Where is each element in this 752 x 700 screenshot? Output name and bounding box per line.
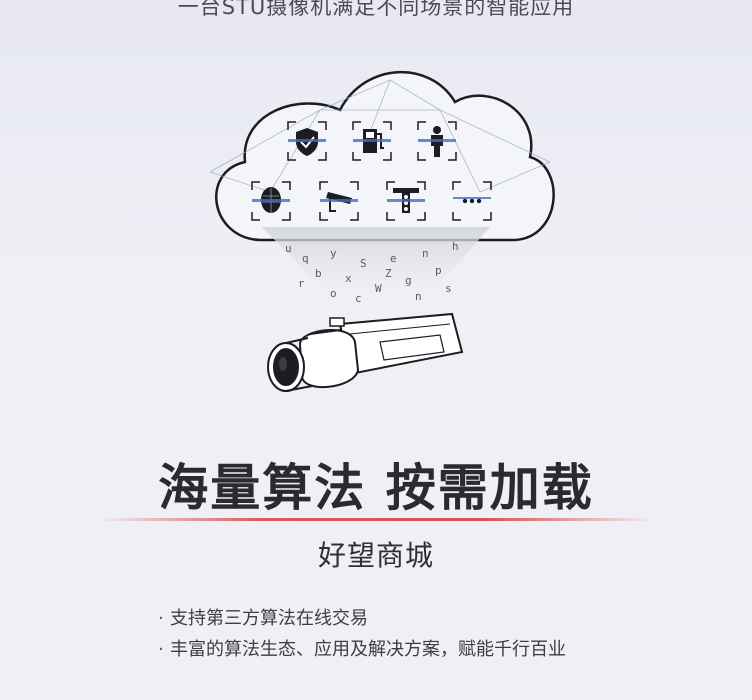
svg-text:c: c: [355, 292, 362, 305]
data-beam: [262, 227, 490, 307]
svg-text:u: u: [285, 242, 292, 255]
bullet-marker: ·: [158, 608, 164, 629]
red-divider: [96, 518, 656, 521]
svg-text:e: e: [390, 252, 397, 265]
svg-text:h: h: [452, 240, 459, 253]
svg-text:q: q: [302, 252, 309, 265]
svg-text:r: r: [298, 277, 305, 290]
more-dots-icon: [452, 181, 492, 221]
cloud-outline: [215, 70, 555, 242]
shield-check-icon: [287, 121, 327, 161]
svg-text:g: g: [405, 274, 412, 287]
svg-text:y: y: [330, 247, 337, 260]
code-glyphs: uqb yxS Weg nph r o c Zn s: [285, 240, 459, 305]
headline: 海量算法 按需加载: [0, 448, 752, 520]
feature-list: · 支持第三方算法在线交易 · 丰富的算法生态、应用及解决方案，赋能千行百业: [158, 603, 566, 665]
svg-text:x: x: [345, 272, 352, 285]
cloud-camera-illustration: uqb yxS Weg nph r o c Zn s: [209, 70, 555, 392]
bullet-text: 支持第三方算法在线交易: [170, 608, 368, 629]
headline-part2: 按需加载: [385, 459, 594, 517]
fuel-pump-icon: [352, 121, 392, 161]
face-mesh-icon: [251, 181, 291, 221]
svg-text:S: S: [360, 257, 367, 270]
list-item: · 支持第三方算法在线交易: [158, 603, 566, 634]
svg-text:s: s: [445, 282, 452, 295]
intro-caption: 一台STU摄像机满足不同场景的智能应用: [177, 0, 575, 19]
svg-text:p: p: [435, 264, 442, 277]
bullet-marker: ·: [158, 639, 164, 660]
svg-text:n: n: [415, 290, 422, 303]
brand-name: 好望商城: [317, 539, 434, 572]
svg-text:Z: Z: [385, 267, 392, 280]
camera-drawing: [267, 312, 464, 392]
bullet-text: 丰富的算法生态、应用及解决方案，赋能千行百业: [170, 639, 566, 660]
headline-part1: 海量算法: [158, 459, 367, 517]
traffic-light-icon: [386, 181, 426, 221]
person-silhouette-icon: [417, 121, 457, 161]
surveillance-camera-icon: [319, 181, 359, 221]
svg-text:o: o: [330, 287, 337, 300]
svg-text:b: b: [315, 267, 322, 280]
svg-text:n: n: [422, 247, 429, 260]
list-item: · 丰富的算法生态、应用及解决方案，赋能千行百业: [158, 634, 566, 665]
svg-text:W: W: [375, 282, 382, 295]
